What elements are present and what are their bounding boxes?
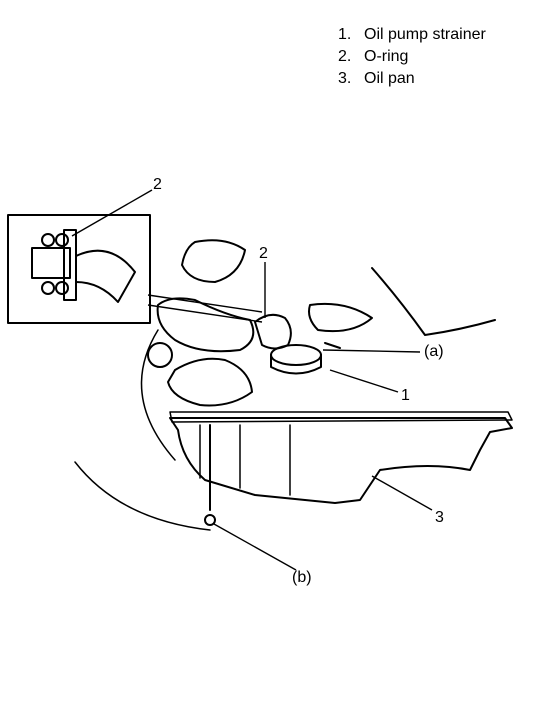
leader-bolt-b	[213, 523, 297, 571]
lower-outline-arc	[74, 461, 211, 531]
oil-pan	[169, 411, 513, 526]
engine-pulley	[147, 342, 173, 368]
legend-item: 1. Oil pump strainer	[338, 24, 486, 46]
callout-leaders	[71, 189, 433, 571]
strainer-screen	[270, 344, 322, 366]
callout-strainer: 1	[401, 387, 410, 404]
right-arm-outline	[371, 267, 496, 336]
callout-bolt-b: (b)	[292, 569, 312, 586]
lower-hand	[167, 357, 253, 407]
leader-oring-inset	[71, 189, 153, 237]
inset-oring-top-left	[41, 233, 55, 247]
oring-inset-detail	[7, 214, 263, 324]
leader-bolt-a	[322, 349, 421, 353]
inset-oring-bottom-right	[55, 281, 69, 295]
legend-label: Oil pan	[364, 70, 415, 87]
inset-flange	[63, 229, 77, 301]
legend-label: O-ring	[364, 48, 409, 65]
legend-number: 1.	[338, 26, 352, 43]
oil-pan-body	[169, 417, 513, 504]
legend-item: 3. Oil pan	[338, 68, 486, 90]
oil-pan-flange	[169, 411, 513, 423]
left-hand	[156, 297, 255, 353]
callout-oring-main: 2	[259, 245, 268, 262]
strainer-body	[270, 354, 322, 375]
engine-outline-arc	[140, 329, 176, 461]
bolt-a	[324, 342, 341, 349]
parts-legend: 1. Oil pump strainer 2. O-ring 3. Oil pan	[338, 24, 486, 90]
legend-number: 2.	[338, 48, 352, 65]
leader-oil-pan	[371, 475, 433, 511]
callout-bolt-a: (a)	[424, 343, 444, 360]
strainer-neck	[254, 313, 292, 350]
legend-label: Oil pump strainer	[364, 26, 486, 43]
inset-strainer-tube	[75, 249, 136, 303]
legend-number: 3.	[338, 70, 352, 87]
leader-strainer	[329, 369, 399, 393]
inset-oring-top-right	[55, 233, 69, 247]
right-hand-fingers	[308, 302, 373, 333]
legend-item: 2. O-ring	[338, 46, 486, 68]
callout-oring-inset: 2	[153, 176, 162, 193]
callout-oil-pan: 3	[435, 509, 444, 526]
inset-pipe-stub	[31, 247, 71, 279]
inset-oring-bottom-left	[41, 281, 55, 295]
inset-projection-line-top	[147, 294, 263, 313]
hands-and-strainer	[147, 239, 496, 407]
thumb-upper	[181, 239, 246, 283]
bolt-b-head	[204, 514, 216, 526]
inset-frame	[7, 214, 151, 324]
